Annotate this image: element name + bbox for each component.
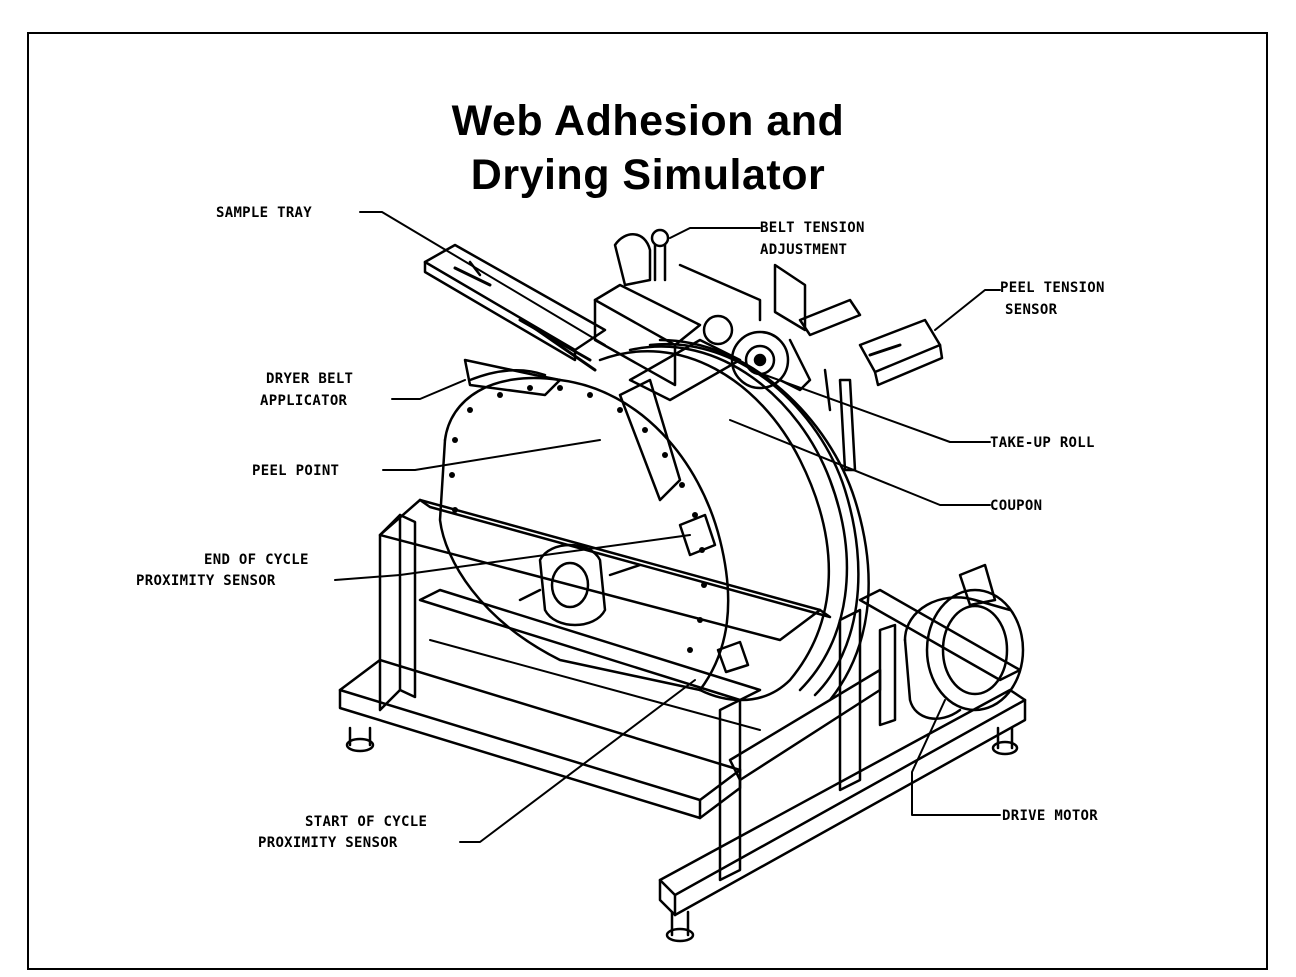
peel-tension-sensor (773, 263, 944, 472)
label-start-cycle-2: PROXIMITY SENSOR (258, 835, 398, 851)
callout-labels: SAMPLE TRAY BELT TENSION ADJUSTMENT PEEL… (136, 205, 1105, 851)
label-peel-tension-1: PEEL TENSION (1000, 280, 1105, 296)
label-start-cycle-1: START OF CYCLE (305, 814, 427, 830)
label-belt-tension-2: ADJUSTMENT (760, 242, 847, 258)
label-belt-tension-1: BELT TENSION (760, 220, 865, 236)
drive-motor (903, 563, 1025, 720)
base-frame (338, 498, 1027, 943)
label-drive-motor: DRIVE MOTOR (1002, 808, 1098, 824)
title-line-1: Web Adhesion and (451, 97, 845, 145)
dryer-belt-applicator (463, 358, 562, 397)
label-peel-tension-2: SENSOR (1005, 302, 1058, 318)
label-end-cycle-2: PROXIMITY SENSOR (136, 573, 276, 589)
title-line-2: Drying Simulator (470, 151, 826, 199)
label-sample-tray: SAMPLE TRAY (216, 205, 312, 221)
take-up-roll (702, 314, 812, 392)
label-peel-point: PEEL POINT (252, 463, 339, 479)
label-coupon: COUPON (990, 498, 1042, 514)
leader-lines (334, 211, 1001, 843)
label-end-cycle-1: END OF CYCLE (204, 552, 309, 568)
label-dryer-belt-2: APPLICATOR (260, 393, 348, 409)
top-mechanism (593, 228, 762, 502)
figure-frame (27, 32, 1268, 970)
label-dryer-belt-1: DRYER BELT (266, 371, 353, 387)
sample-tray (423, 243, 607, 372)
label-take-up-roll: TAKE-UP ROLL (990, 435, 1095, 451)
